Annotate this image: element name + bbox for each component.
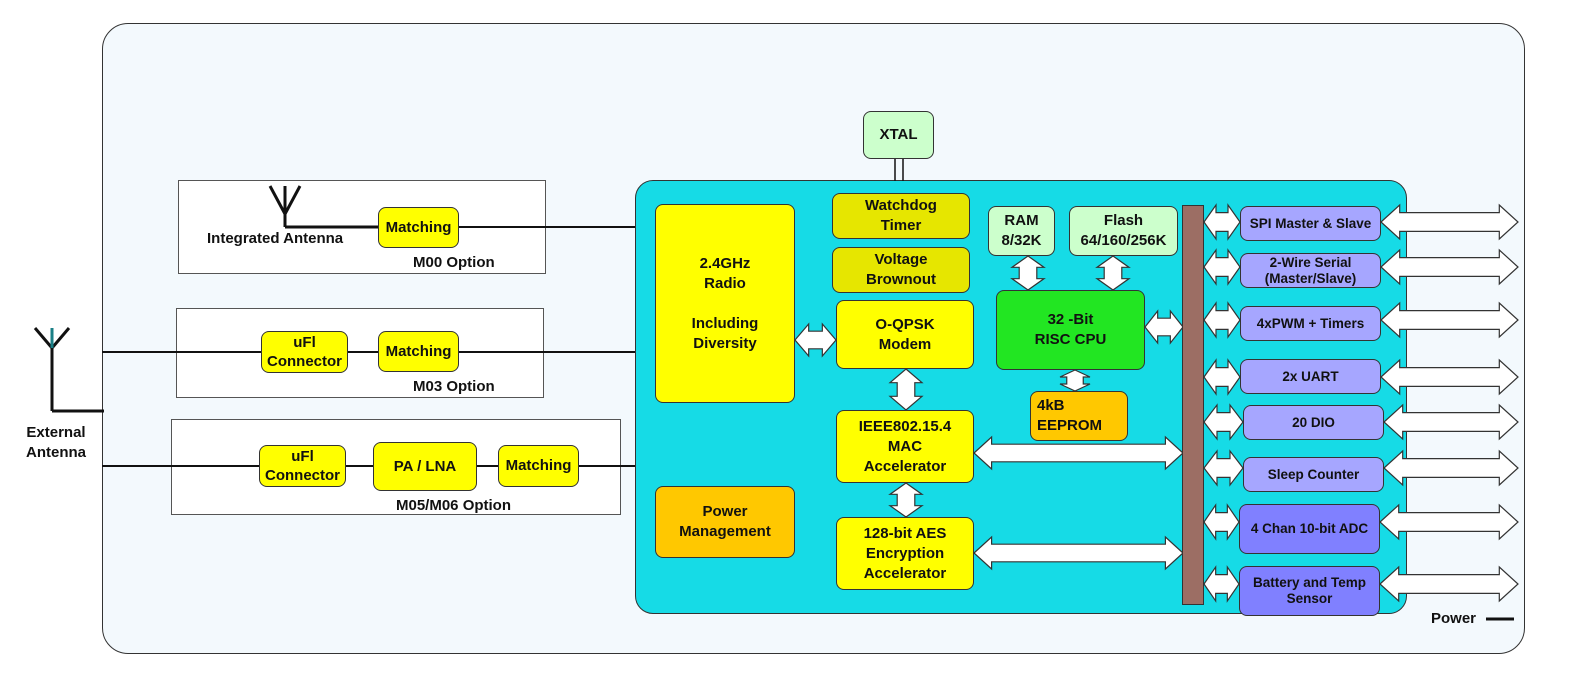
mac-aes-arrow [888,482,924,518]
dio-external-arrow [1383,403,1519,441]
spi-external-arrow [1380,203,1519,241]
voltage-brownout-block: Voltage Brownout [832,247,970,293]
battery-temp-external-arrow [1379,565,1519,603]
xtal-legs [894,157,904,181]
aes-bus-arrow [973,535,1184,571]
modem-mac-arrow [888,368,924,411]
two-wire-external-arrow [1380,248,1519,286]
rf-signal-lines [102,226,635,467]
flash-block: Flash 64/160/256K [1069,206,1178,256]
radio-block: 2.4GHz Radio Including Diversity [655,204,795,403]
external-antenna-icon [33,327,104,413]
aes-accelerator-block: 128-bit AES Encryption Accelerator [836,517,974,590]
spi-block: SPI Master & Slave [1240,206,1381,241]
m00-matching-block: Matching [378,207,459,248]
power-management-block: Power Management [655,486,795,558]
spi-bus-arrow [1203,203,1241,241]
pa-lna-block: PA / LNA [373,442,477,491]
m05-ufl-connector-block: uFl Connector [259,445,346,487]
adc-block: 4 Chan 10-bit ADC [1239,504,1380,554]
oqpsk-modem-block: O-QPSK Modem [836,300,974,369]
power-legend-label: Power [1431,610,1477,627]
uart-bus-arrow [1203,358,1241,396]
two-wire-bus-arrow [1203,248,1241,286]
dio-bus-arrow [1203,403,1244,441]
m05-matching-block: Matching [498,445,579,487]
integrated-antenna-icon [268,185,378,229]
two-wire-serial-block: 2-Wire Serial (Master/Slave) [1240,253,1381,288]
flash-cpu-arrow [1095,255,1131,291]
radio-modem-arrow [794,322,837,358]
xtal-block: XTAL [863,111,934,159]
adc-bus-arrow [1203,503,1240,541]
ram-cpu-arrow [1010,255,1046,291]
eeprom-block: 4kB EEPROM [1030,391,1128,441]
watchdog-timer-block: Watchdog Timer [832,193,970,239]
pwm-external-arrow [1380,301,1519,339]
sleep-counter-external-arrow [1383,449,1519,487]
ram-block: RAM 8/32K [988,206,1055,256]
pwm-bus-arrow [1203,301,1241,339]
sleep-counter-bus-arrow [1203,449,1244,487]
mac-accelerator-block: IEEE802.15.4 MAC Accelerator [836,410,974,483]
m05-m06-option-label: M05/M06 Option [396,497,512,514]
cpu-bus-arrow [1144,309,1184,345]
m03-matching-block: Matching [378,331,459,372]
external-antenna-label: External Antenna [26,424,86,461]
integrated-antenna-label: Integrated Antenna [207,230,344,247]
m03-ufl-connector-block: uFl Connector [261,331,348,373]
m00-option-label: M00 Option [413,254,495,271]
dio-block: 20 DIO [1243,405,1384,440]
uart-external-arrow [1380,358,1519,396]
battery-temp-sensor-block: Battery and Temp Sensor [1239,566,1380,616]
pwm-timers-block: 4xPWM + Timers [1240,306,1381,341]
adc-external-arrow [1379,503,1519,541]
cpu-eeprom-arrow [1059,369,1091,392]
sleep-counter-block: Sleep Counter [1243,457,1384,492]
risc-cpu-block: 32 -Bit RISC CPU [996,290,1145,370]
m03-option-label: M03 Option [413,378,495,395]
battery-temp-bus-arrow [1203,565,1240,603]
internal-bus [1182,205,1204,605]
uart-block: 2x UART [1240,359,1381,394]
mac-bus-arrow [973,435,1184,471]
